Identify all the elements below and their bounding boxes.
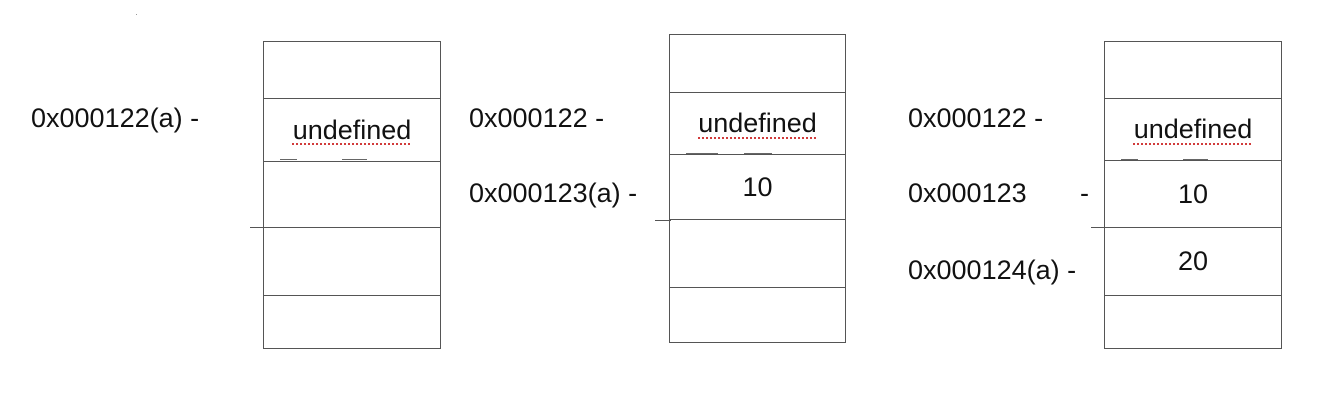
stack-3-dash-left (1121, 159, 1138, 161)
stack-3-address-1: 0x000122 - (908, 103, 1044, 133)
stack-1-dash-right (342, 159, 367, 161)
stack-2-dash-left (686, 153, 718, 155)
stack-2-cell-5 (670, 288, 845, 342)
stack-2-cell-2: undefined (670, 93, 845, 155)
stack-1-cell-4 (264, 228, 440, 296)
stray-dot (136, 14, 137, 15)
memory-stack-3: undefined 10 20 (1104, 41, 1282, 349)
stack-1-cell-5 (264, 296, 440, 348)
stack-3-address-2: 0x000123 (908, 178, 1027, 208)
stack-3-cell-3: 10 (1105, 161, 1281, 228)
stack-2-dash-right (744, 153, 772, 155)
stack-1-cell-1 (264, 42, 440, 99)
stack-2-pointer-tick (655, 220, 671, 222)
memory-stack-1: undefined (263, 41, 441, 349)
stack-2-cell-2-value: undefined (698, 108, 817, 138)
stack-3-cell-2: undefined (1105, 99, 1281, 161)
stack-3-cell-4-value: 20 (1177, 246, 1209, 276)
stack-2-cell-3-value: 10 (742, 171, 773, 202)
stack-3-cell-2-value: undefined (1133, 114, 1253, 144)
stack-2-cell-4 (670, 220, 845, 288)
stack-1-cell-2-value: undefined (292, 114, 412, 145)
stack-3-cell-3-value: 10 (1177, 178, 1209, 209)
stack-2-cell-1 (670, 35, 845, 93)
stack-2-address-1: 0x000122 - (469, 103, 605, 133)
stack-3-cell-5 (1105, 296, 1281, 348)
stack-3-cell-1 (1105, 42, 1281, 99)
stack-1-dash-left (280, 159, 297, 161)
stack-3-address-2-dash: - (1080, 178, 1089, 208)
stack-2-address-2-a: 0x000123(a) - (469, 178, 638, 208)
stack-1-pointer-tick (250, 227, 266, 229)
stack-1-cell-2: undefined (264, 99, 440, 162)
stack-3-cell-4: 20 (1105, 228, 1281, 296)
stack-3-pointer-tick (1091, 227, 1107, 229)
stack-1-cell-3 (264, 162, 440, 228)
stack-1-address-a: 0x000122(a) - (31, 103, 200, 133)
stack-2-cell-3: 10 (670, 155, 845, 220)
memory-stack-2: undefined 10 (669, 34, 846, 343)
stack-3-dash-right (1183, 159, 1208, 161)
stack-3-address-3-a: 0x000124(a) - (908, 255, 1077, 285)
